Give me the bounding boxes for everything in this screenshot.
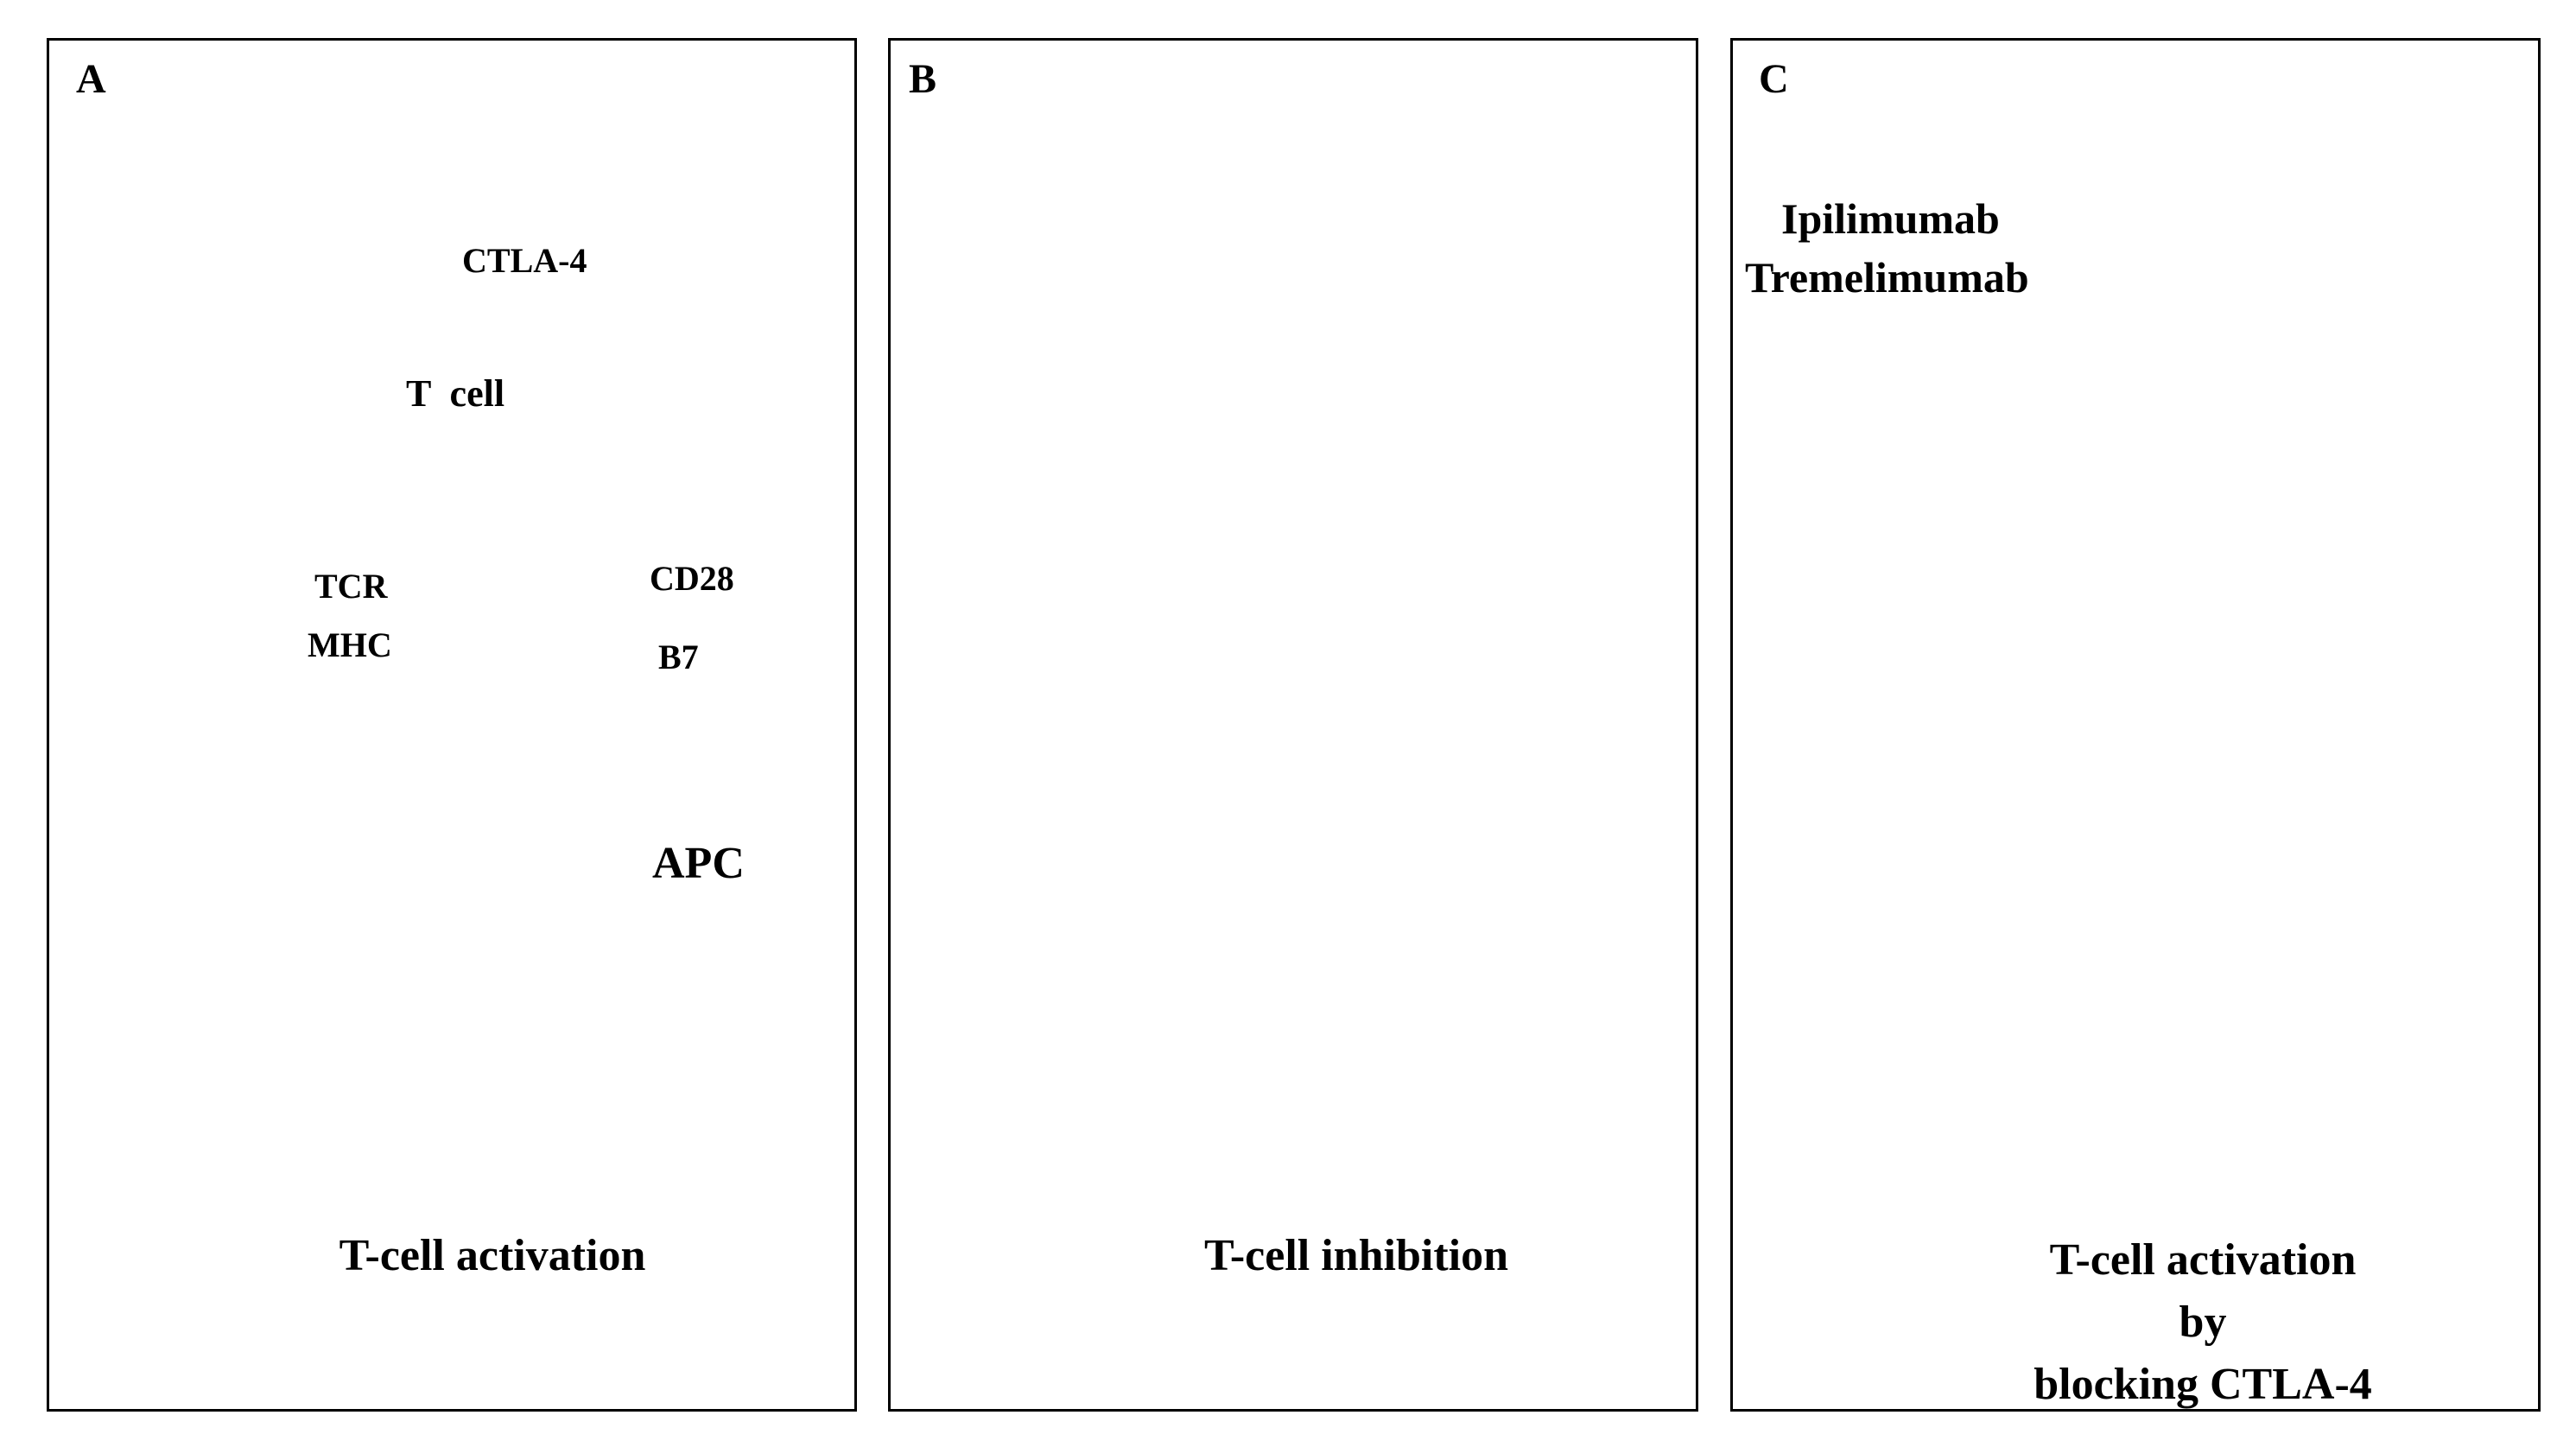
caption-line: T-cell activation — [339, 1231, 646, 1280]
panel-b-letter: B — [909, 56, 937, 102]
drug-name-1: Ipilimumab — [1781, 194, 2000, 243]
panel-a-letter: A — [76, 56, 106, 102]
caption-line: blocking CTLA-4 — [2034, 1360, 2372, 1409]
panel-c-letter: C — [1759, 56, 1789, 102]
caption-line: by — [2179, 1298, 2227, 1347]
caption-line: T-cell activation — [2049, 1235, 2357, 1285]
panel-b-caption: T-cell inhibition — [1123, 1225, 1589, 1287]
panel-c — [1730, 38, 2541, 1412]
ctla4-label: CTLA-4 — [462, 241, 587, 280]
apc-label: APC — [652, 839, 745, 888]
mhc-label: MHC — [308, 625, 392, 664]
drug-name-2: Tremelimumab — [1745, 253, 2029, 301]
tcr-label: TCR — [314, 567, 388, 606]
panel-b — [888, 38, 1698, 1412]
t-cell-label: T cell — [406, 372, 505, 415]
panel-a — [47, 38, 857, 1412]
cd28-label: CD28 — [650, 559, 734, 598]
panel-c-caption: T-cell activation by blocking CTLA-4 — [1961, 1229, 2445, 1416]
caption-line: T-cell inhibition — [1203, 1231, 1509, 1280]
panel-a-caption: T-cell activation — [259, 1225, 726, 1287]
b7-label: B7 — [658, 638, 699, 676]
